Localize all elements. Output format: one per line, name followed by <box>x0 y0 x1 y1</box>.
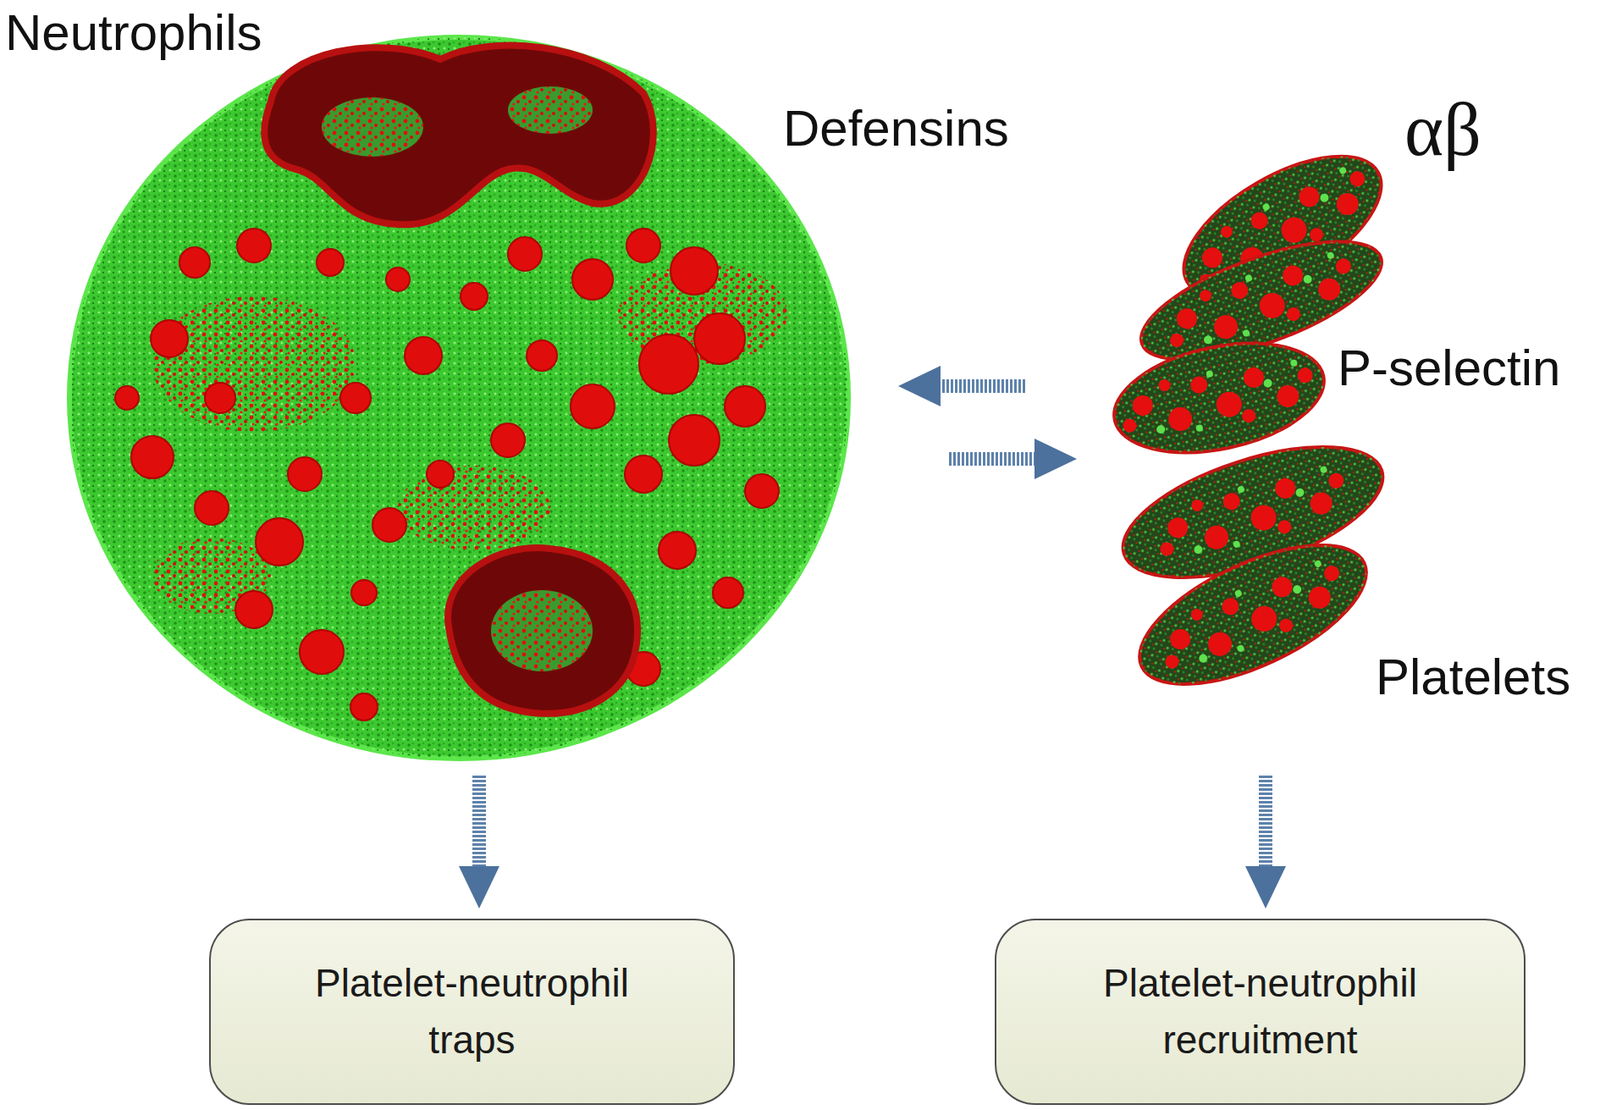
illustration-part <box>658 531 696 569</box>
process-box: Platelet-neutrophil traps <box>209 918 735 1105</box>
cell-title: Neutrophils <box>5 3 263 62</box>
illustration-part <box>150 320 188 358</box>
illustration-part <box>397 465 551 551</box>
illustration-part <box>386 267 410 292</box>
illustration-part <box>526 340 558 371</box>
arrow-shaft <box>940 379 1026 393</box>
arrow-head <box>458 866 500 909</box>
illustration-part <box>194 491 229 525</box>
illustration-part <box>115 228 779 721</box>
illustration-part <box>670 247 718 295</box>
illustration-part <box>299 629 344 674</box>
illustration-part <box>1120 516 1386 712</box>
illustration-part <box>321 97 424 157</box>
illustration-part <box>255 518 304 566</box>
arrow-head <box>898 365 941 407</box>
illustration-part <box>204 382 236 414</box>
arrow-shaft <box>472 775 486 867</box>
illustration-part <box>179 247 210 278</box>
illustration-part <box>340 382 371 414</box>
illustration-part <box>287 457 322 492</box>
illustration-part <box>69 37 849 759</box>
illustration-part <box>491 423 525 458</box>
illustration-part <box>626 228 661 263</box>
illustration-part <box>350 693 378 721</box>
interaction-arrow <box>458 775 500 909</box>
arrow-shaft <box>1258 775 1273 867</box>
illustration-part <box>507 86 593 134</box>
illustration-part <box>131 435 174 479</box>
illustration-part <box>115 386 139 410</box>
illustration-part <box>152 262 788 614</box>
illustration-part <box>1114 348 1320 449</box>
illustration-part <box>712 577 744 608</box>
process-box: Platelet-neutrophil recruitment <box>994 918 1526 1105</box>
illustration-part <box>447 547 638 714</box>
cell-title: Platelets <box>1375 647 1571 707</box>
interaction-arrow <box>948 438 1077 480</box>
neutrophil-node: NeutrophilsDefensins <box>66 35 852 761</box>
arrow-head <box>1245 866 1286 909</box>
box-text: Platelet-neutrophil traps <box>290 954 655 1068</box>
illustration-part <box>264 45 654 226</box>
illustration-part <box>152 296 356 432</box>
illustration-part <box>372 507 407 542</box>
integrin-label: αβ <box>1404 87 1482 173</box>
illustration-part <box>507 86 593 134</box>
illustration-part <box>491 590 593 672</box>
illustration-part <box>237 228 271 263</box>
arrow-shaft <box>948 452 1035 466</box>
illustration-part <box>639 334 699 394</box>
illustration-part <box>69 37 849 759</box>
illustration-part <box>724 386 766 427</box>
illustration-part <box>491 590 593 672</box>
illustration-part <box>507 237 542 271</box>
illustration-part <box>426 460 454 488</box>
illustration-part <box>1120 516 1386 712</box>
illustration-part <box>404 336 442 375</box>
illustration-part <box>460 282 488 310</box>
platelet-node: αβP-selectinPlatelets <box>1112 158 1398 679</box>
illustration-part <box>694 313 745 365</box>
illustration-part <box>624 455 663 493</box>
box-text: Platelet-neutrophil recruitment <box>1078 954 1443 1068</box>
illustration-part <box>668 414 720 466</box>
molecule-label: Defensins <box>783 99 1010 158</box>
illustration-part <box>1120 516 1386 712</box>
arrow-head <box>1034 438 1077 480</box>
illustration-part <box>570 384 615 429</box>
interaction-arrow <box>1245 775 1286 909</box>
interaction-arrow <box>898 365 1026 407</box>
illustration-part <box>351 579 377 606</box>
platelet-stack <box>1103 127 1403 713</box>
illustration-part <box>235 590 273 629</box>
illustration-part <box>316 248 344 276</box>
illustration-part <box>321 97 424 157</box>
illustration-part <box>1149 546 1353 685</box>
molecule-label: P-selectin <box>1337 338 1561 398</box>
neutrophil-cell <box>69 37 849 759</box>
illustration-part <box>744 474 779 508</box>
illustration-part <box>572 259 613 300</box>
